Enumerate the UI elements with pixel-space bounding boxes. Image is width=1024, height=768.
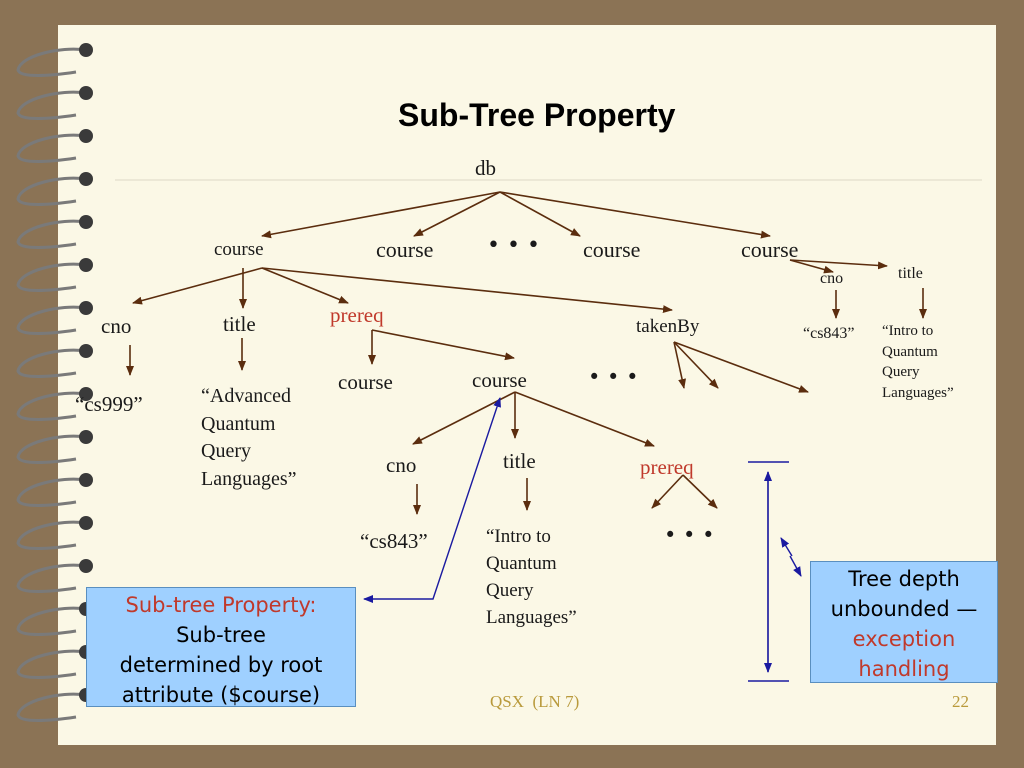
spiral-hole [79,344,93,358]
spiral-ring [16,391,87,421]
edge-course1-cno [132,267,263,305]
spiral-hole [79,258,93,272]
node-course-1: course [214,239,264,260]
spiral-hole [79,129,93,143]
node-cno: cno [101,314,132,338]
node-takenby: takenBy [636,316,700,337]
edge-db-course2 [413,191,501,237]
value-right-cs843: “cs843” [803,325,855,342]
node-course-3: course [583,237,641,262]
node-prereq-course-b: course [472,368,527,392]
edge-course1-prereq [261,267,349,304]
spiral-hole [79,301,93,315]
note-tree-depth: Tree depth unbounded — exception handlin… [810,561,998,683]
spiral-ring [16,176,87,206]
edge-takenby-1 [673,341,686,389]
footer-text: QSX (LN 7) [490,692,580,711]
spiral-ring [16,133,87,163]
value-cs999: “cs999” [75,392,143,416]
edge-right-cno [789,259,834,274]
node-inner-cno: cno [386,453,417,477]
spiral-ring [16,90,87,120]
edge-prereq-course-b [371,329,515,361]
note-subtree-line2: determined by root [119,653,323,677]
spiral-ring [16,692,87,722]
edge-prereq2-left [651,474,684,509]
spiral-ring [16,219,87,249]
edge-db-course1 [261,191,501,239]
edge-course1-takenby [261,267,673,314]
page-number: 22 [952,692,969,711]
node-right-cno: cno [820,270,844,287]
value-advanced-title: “Advanced Quantum Query Languages” [201,385,297,490]
depth-note-pointer-b [789,555,802,577]
pointer-subtree-root [368,397,501,600]
value-inner-cs843: “cs843” [360,529,428,553]
spiral-hole [79,473,93,487]
edge-takenby-3 [673,341,809,393]
depth-note-pointer-a [780,537,793,557]
spiral-hole [79,215,93,229]
edge-takenby-2 [673,341,719,389]
value-right-intro-title: “Intro to Quantum Query Languages” [882,323,954,401]
value-inner-intro-title: “Intro to Quantum Query Languages” [486,526,577,628]
ellipsis-level1: • • • [487,233,540,258]
spiral-ring [16,520,87,550]
note-depth-line2: unbounded — [830,597,978,621]
node-prereq-course-a: course [338,370,393,394]
edge-db-course4 [499,191,771,239]
ellipsis-inner-prereq: • • • [664,523,715,547]
note-subtree-line3: attribute ($course) [121,683,321,707]
spiral-hole [79,172,93,186]
spiral-hole [79,86,93,100]
note-depth-line1: Tree depth [848,567,960,591]
spiral-ring [16,477,87,507]
spiral-ring [16,305,87,335]
spiral-hole [79,430,93,444]
note-depth-line4: handling [858,657,950,681]
spiral-hole [79,559,93,573]
spiral-hole [79,387,93,401]
note-subtree-property: Sub-tree Property: Sub-tree determined b… [86,587,356,707]
spiral-ring [16,649,87,679]
node-inner-title: title [503,449,536,473]
edge-db-course3 [499,191,581,237]
ellipsis-prereq: • • • [588,365,639,389]
note-subtree-line1: Sub-tree [176,623,266,647]
note-depth-line3: exception [852,627,956,651]
spiral-hole [79,43,93,57]
node-prereq: prereq [330,303,384,327]
node-db: db [475,156,496,180]
edge-inner-prereq [514,391,655,447]
spiral-hole [79,516,93,530]
spiral-ring [16,606,87,636]
spiral-ring [16,348,87,378]
spiral-ring [16,434,87,464]
node-course-2: course [376,237,434,262]
tree-edges [115,179,982,682]
edge-prereq2-right [682,474,718,509]
node-course-4: course [741,237,799,262]
node-inner-prereq: prereq [640,455,694,479]
spiral-ring [16,47,87,77]
edge-right-title [789,259,888,270]
note-subtree-heading: Sub-tree Property: [125,593,317,617]
node-title: title [223,312,256,336]
slide-title: Sub-Tree Property [398,97,676,133]
spiral-ring [16,262,87,292]
node-right-title: title [898,265,923,282]
spiral-ring [16,563,87,593]
